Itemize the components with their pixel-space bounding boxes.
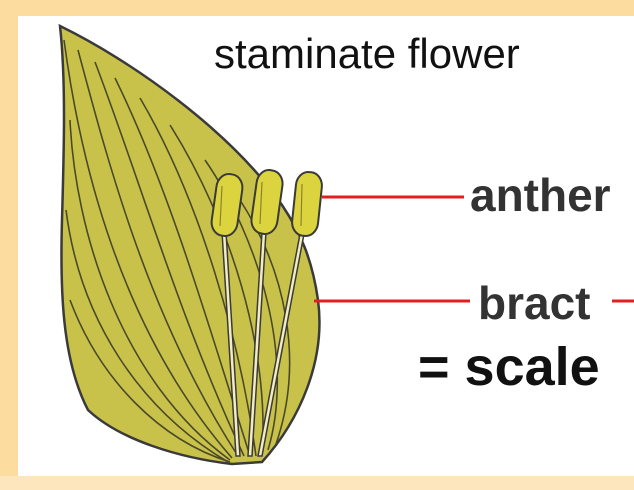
anthers bbox=[210, 169, 323, 238]
bract-label: bract bbox=[478, 276, 590, 330]
anther-label: anther bbox=[470, 168, 611, 222]
diagram-title: staminate flower bbox=[214, 30, 520, 78]
anther-right bbox=[291, 171, 324, 237]
scale-label: = scale bbox=[418, 336, 600, 398]
bract-shape bbox=[60, 26, 319, 464]
